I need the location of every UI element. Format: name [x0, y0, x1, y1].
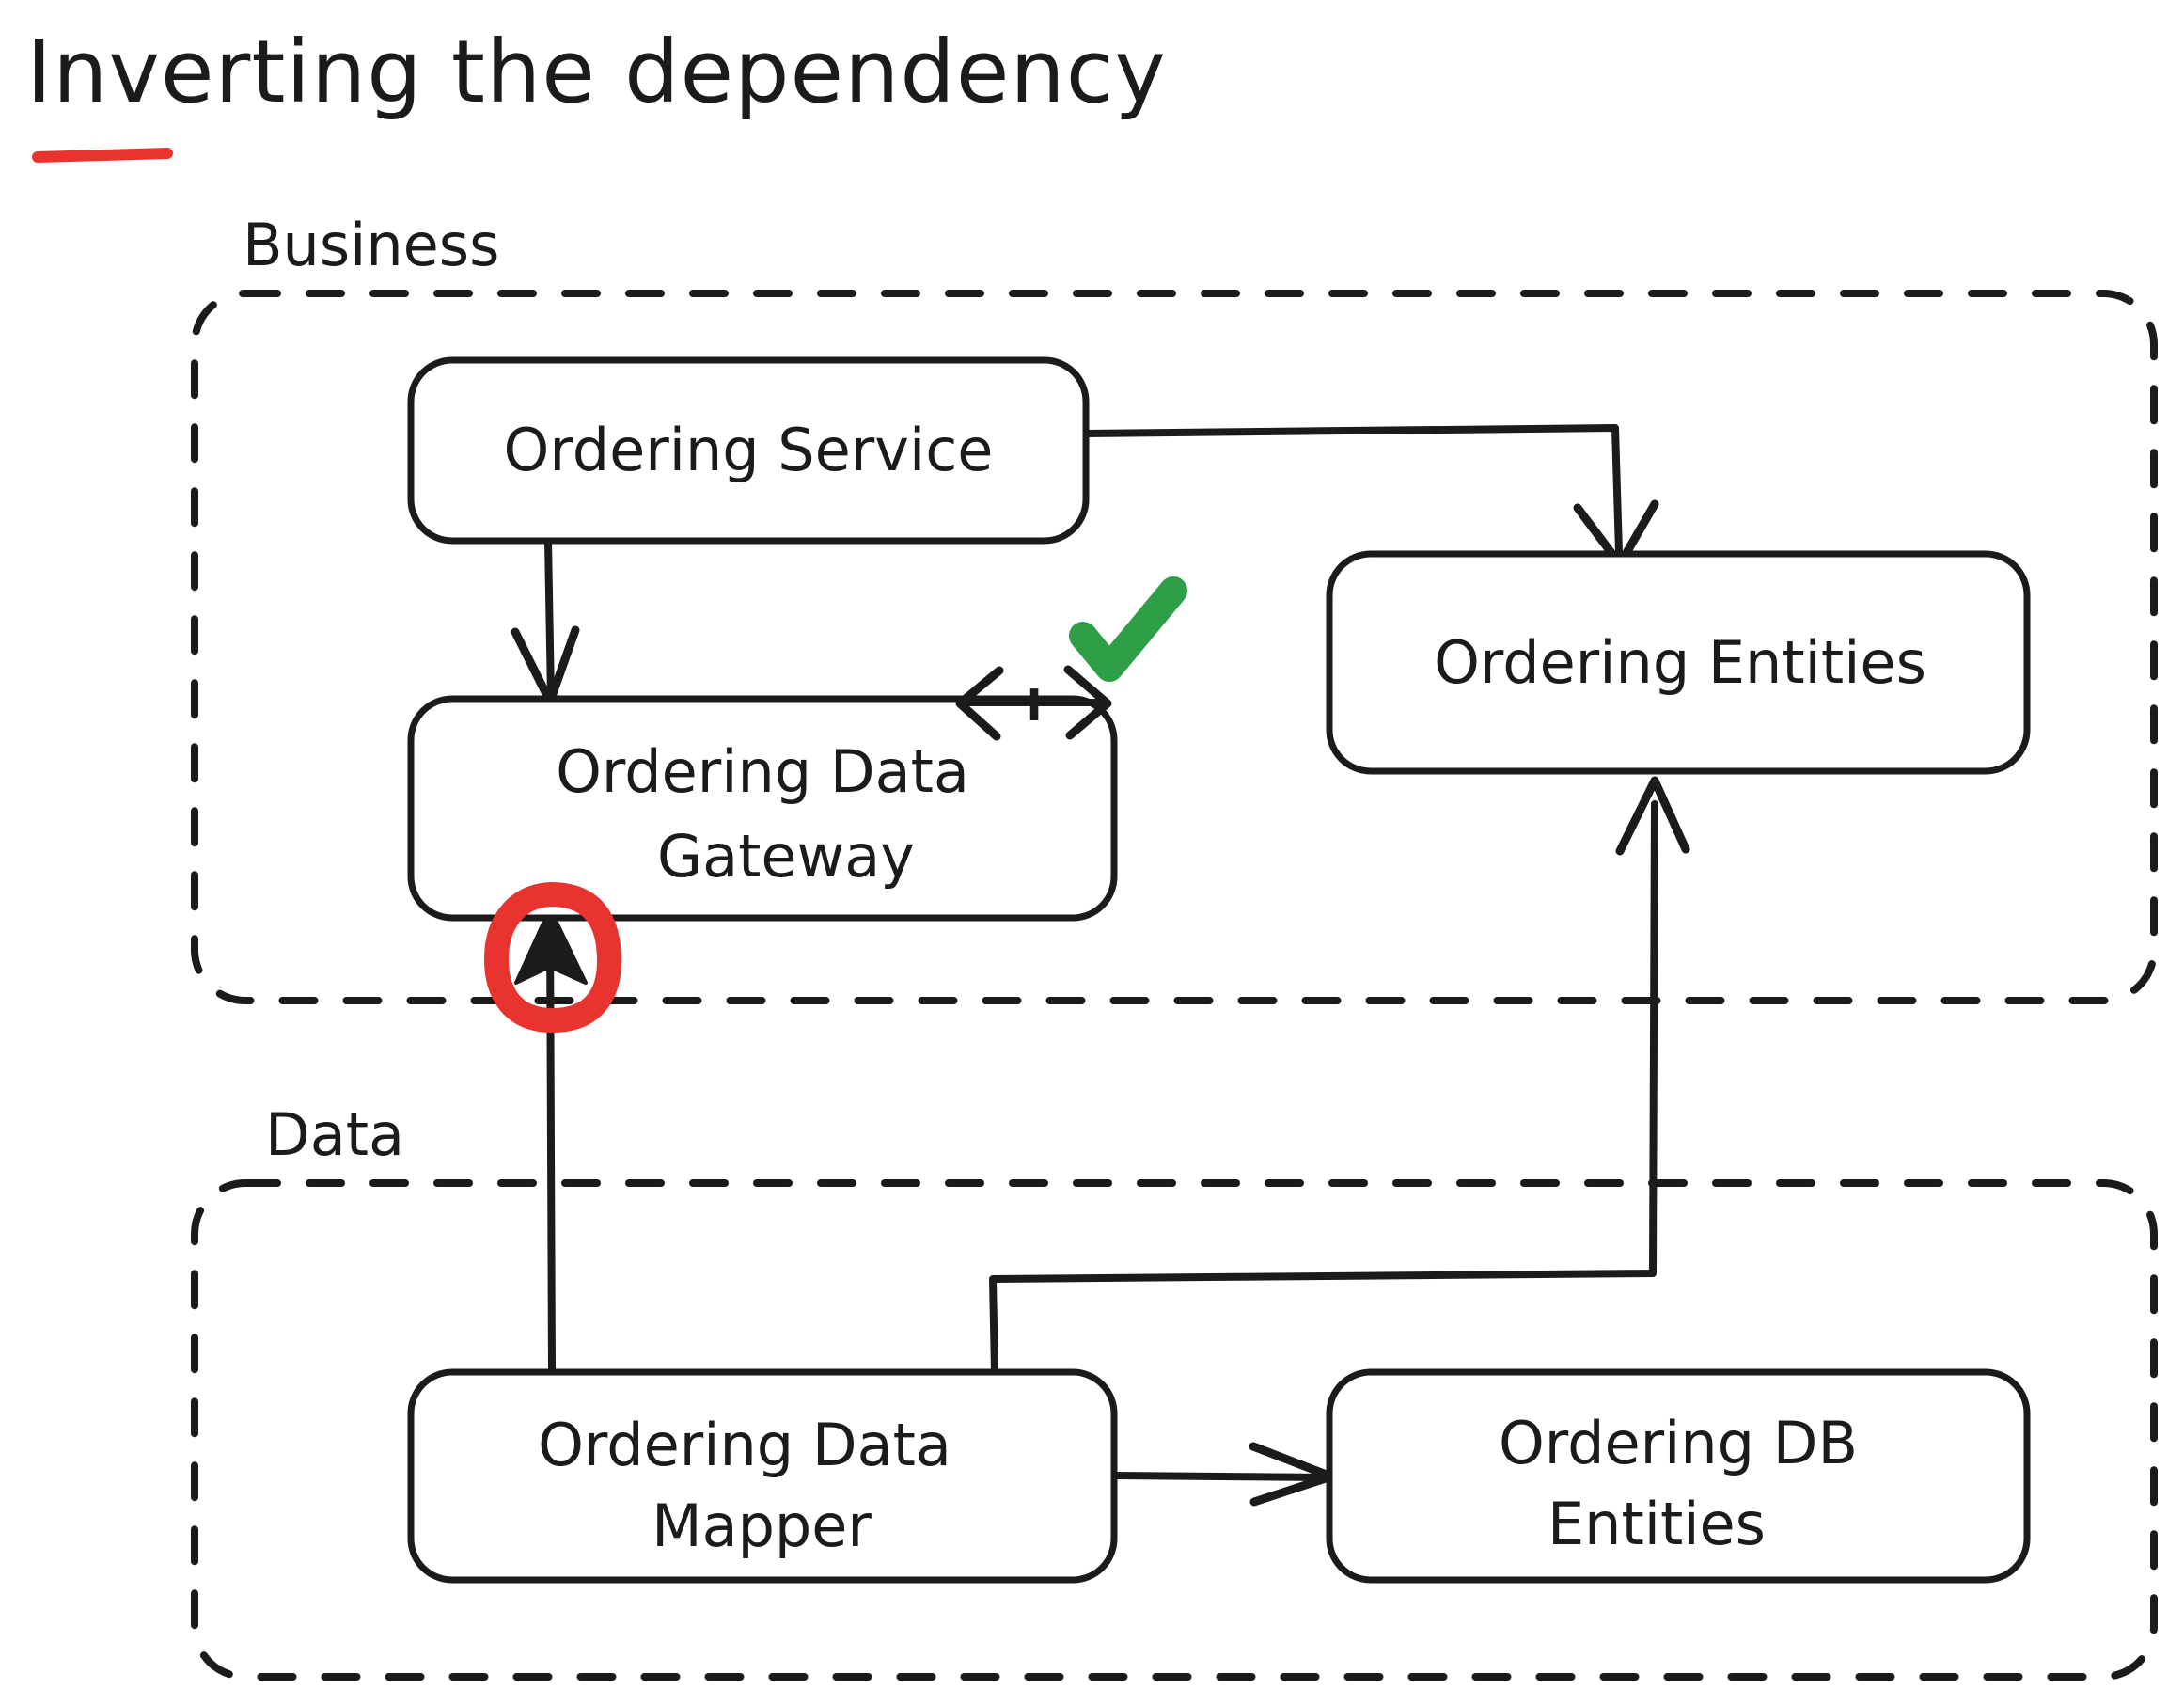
edge-service-to-entities	[1082, 424, 1659, 569]
node-ordering-entities-box[interactable]	[1326, 550, 2031, 775]
node-ordering-data-mapper-box[interactable]	[407, 1368, 1118, 1584]
edge-mapper-to-entities	[989, 776, 1690, 1375]
node-ordering-entities[interactable]: Ordering Entities	[1326, 550, 2031, 775]
check-icon	[1069, 576, 1187, 682]
interface-marker: I	[955, 665, 1112, 741]
edge-service-to-gateway-line	[544, 537, 555, 702]
node-ordering-data-mapper[interactable]: Ordering Data Mapper	[407, 1368, 1118, 1584]
node-ordering-entities-label: Ordering Entities	[1434, 628, 1926, 697]
zone-business: Business	[191, 211, 2158, 1004]
check-mark-annotation	[1069, 576, 1187, 682]
zone-business-label: Business	[243, 211, 499, 279]
node-ordering-data-gateway-box[interactable]	[407, 695, 1118, 922]
edge-mapper-to-gateway	[514, 907, 588, 1375]
node-ordering-db-entities[interactable]: Ordering DB Entities	[1326, 1368, 2031, 1584]
zone-data-label: Data	[265, 1100, 404, 1169]
node-ordering-data-mapper-label-line1: Ordering Data	[538, 1411, 951, 1479]
edge-service-to-gateway-arrowhead-icon	[511, 625, 580, 706]
circle-highlight-icon	[483, 881, 622, 1034]
node-ordering-data-mapper-label-line2: Mapper	[652, 1492, 872, 1560]
zone-data-boundary	[191, 1179, 2158, 1681]
node-ordering-db-entities-label-line1: Ordering DB	[1499, 1409, 1858, 1477]
node-ordering-service[interactable]: Ordering Service	[407, 356, 1090, 545]
node-ordering-db-entities-box[interactable]	[1326, 1368, 2031, 1584]
edge-service-to-entities-line	[1082, 424, 1623, 557]
node-ordering-service-label: Ordering Service	[504, 416, 994, 484]
red-circle-annotation	[483, 881, 622, 1034]
edge-mapper-to-db-entities-line	[1111, 1472, 1331, 1481]
edge-mapper-to-gateway-line	[546, 918, 556, 1375]
page-title-text: Inverting the dependency	[26, 22, 1167, 122]
node-ordering-service-box[interactable]	[407, 356, 1090, 545]
edge-mapper-to-gateway-arrowhead-icon	[514, 907, 588, 985]
edge-service-to-gateway	[511, 537, 580, 706]
zone-business-boundary	[191, 290, 2158, 1004]
title-underline-marker	[32, 148, 173, 163]
interface-marker-right-arrowhead-icon	[1063, 665, 1112, 740]
node-ordering-data-gateway-label-line2: Gateway	[657, 822, 915, 891]
zone-data: Data	[191, 1100, 2158, 1681]
page-title: Inverting the dependency	[26, 22, 1167, 163]
interface-marker-label: I	[1026, 680, 1042, 731]
node-ordering-data-gateway[interactable]: Ordering Data Gateway	[407, 695, 1118, 922]
edge-mapper-to-entities-arrowhead-icon	[1615, 776, 1690, 856]
interface-marker-left-arrowhead-icon	[955, 666, 1004, 741]
edge-mapper-to-db-entities	[1111, 1442, 1336, 1507]
edge-mapper-to-entities-line	[989, 800, 1658, 1375]
node-ordering-db-entities-label-line2: Entities	[1548, 1490, 1766, 1558]
node-ordering-data-gateway-label-line1: Ordering Data	[556, 737, 969, 806]
